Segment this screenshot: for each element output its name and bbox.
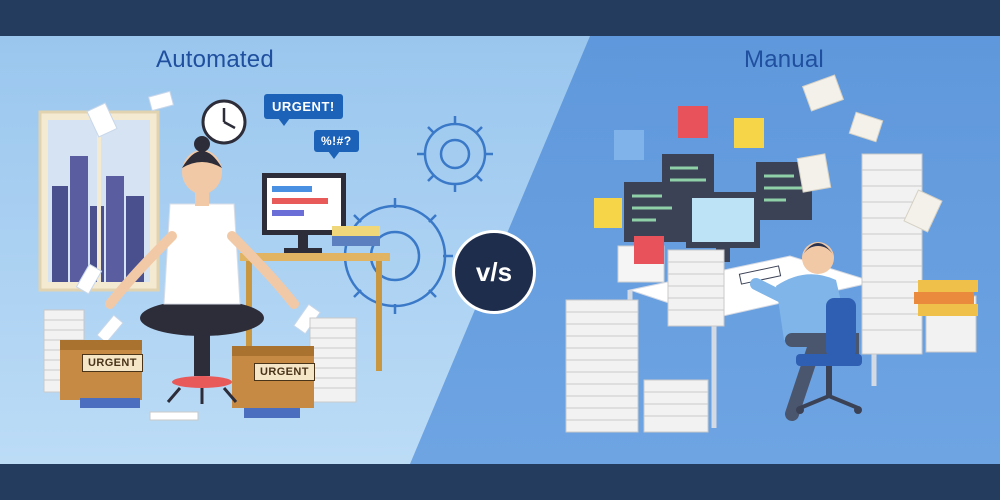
manual-heading: Manual [744,46,824,73]
top-border [0,0,1000,36]
automated-heading: Automated [156,46,274,73]
box-label-urgent: URGENT [254,363,315,381]
flying-papers [796,74,943,233]
clock-icon [201,99,247,145]
versus-badge: v/s [452,230,536,314]
monitor-icon [686,192,760,262]
illustration-art [38,74,978,433]
office-chair-icon [796,298,862,414]
floor-books [80,398,300,421]
books [332,226,380,246]
urgent-speech-bubble: URGENT! [264,94,343,126]
comparison-illustration: Automated Manual URGENT! %!#? URGENT URG… [0,36,1000,464]
books [914,280,978,316]
bottom-border [0,464,1000,500]
sticky-notes [594,106,764,264]
window-icon [38,110,160,292]
cursing-speech-bubble: %!#? [314,130,359,159]
meditating-woman [105,136,299,404]
box-label-urgent: URGENT [82,354,143,372]
monitor-icon [262,173,346,253]
flying-papers [75,90,321,344]
